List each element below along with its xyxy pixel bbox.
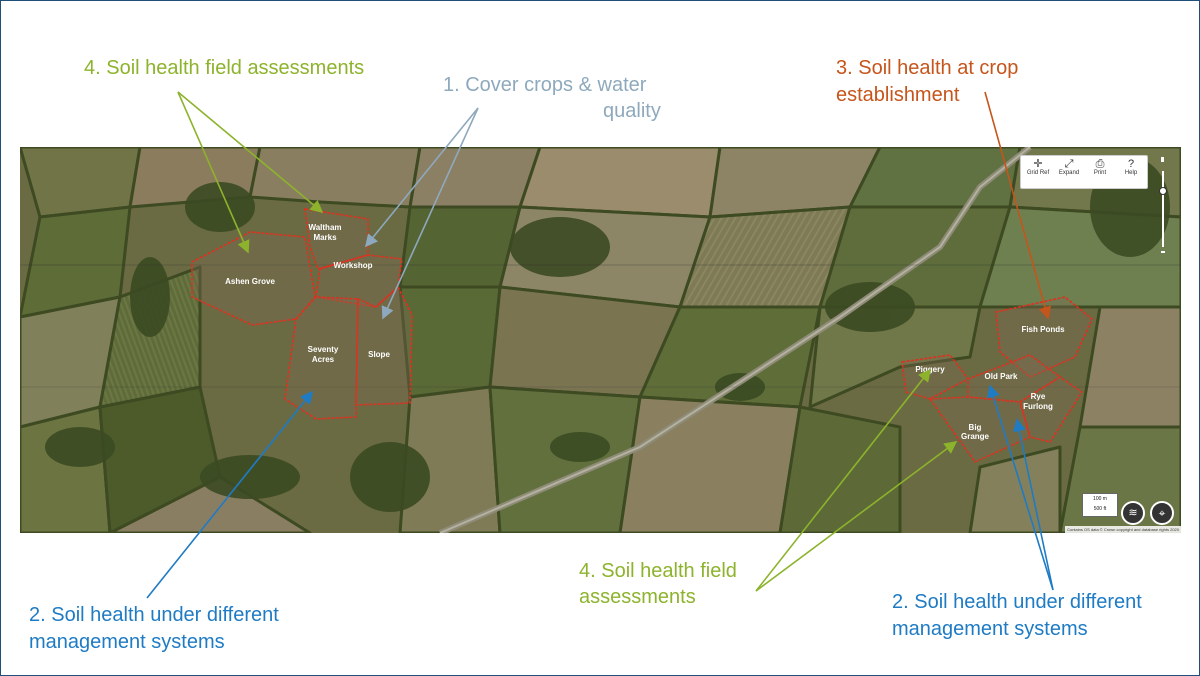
help-button[interactable]: ? Help	[1116, 158, 1146, 176]
field-waltham-marks	[304, 208, 369, 270]
grid-ref-icon: ✛	[1033, 158, 1043, 170]
field-label-piggery: Piggery	[915, 365, 945, 374]
field-label-waltham-marks-2: Marks	[313, 233, 337, 242]
field-label-rye-furlong-1: Rye	[1031, 392, 1046, 401]
zoom-slider[interactable]	[1158, 157, 1168, 257]
locate-icon: ⌖	[1158, 506, 1166, 520]
grid-ref-label: Grid Ref	[1026, 170, 1050, 176]
expand-icon: ⤢	[1064, 158, 1074, 170]
field-label-rye-furlong-2: Furlong	[1023, 402, 1053, 411]
expand-label: Expand	[1058, 170, 1080, 176]
zoom-in-button[interactable]	[1161, 157, 1164, 162]
field-label-old-park: Old Park	[985, 372, 1018, 381]
annotation-crop-establishment-line1: 3. Soil health at crop	[836, 57, 1019, 79]
print-icon: ⎙	[1095, 158, 1105, 170]
field-label-waltham-marks-1: Waltham	[308, 223, 341, 232]
annotation-crop-establishment-line2: establishment	[836, 84, 960, 106]
field-slope	[355, 285, 413, 406]
grid-ref-button[interactable]: ✛ Grid Ref	[1023, 158, 1053, 176]
field-label-slope: Slope	[368, 350, 390, 359]
annotation-soil-field-assessments-bottom-line1: 4. Soil health field	[579, 560, 737, 582]
annotation-management-left-line2: management systems	[29, 631, 225, 653]
layers-button[interactable]: ≋	[1121, 501, 1145, 525]
help-icon: ?	[1127, 158, 1135, 170]
print-button[interactable]: ⎙ Print	[1085, 158, 1115, 176]
field-label-fish-ponds: Fish Ponds	[1021, 325, 1065, 334]
field-label-seventy-acres-2: Acres	[312, 355, 335, 364]
scale-metric: 100 m	[1093, 496, 1107, 502]
zoom-track[interactable]	[1162, 171, 1164, 247]
annotation-soil-field-assessments-bottom-line2: assessments	[579, 586, 696, 608]
field-label-workshop: Workshop	[334, 261, 373, 270]
map-imagery: Ashen Grove Waltham Marks Workshop Seven…	[18, 144, 1183, 536]
layers-icon: ≋	[1128, 507, 1138, 519]
scale-bar: 100 m 500 ft	[1082, 493, 1118, 517]
satellite-map[interactable]: Ashen Grove Waltham Marks Workshop Seven…	[18, 144, 1183, 536]
map-attribution: Contains OS data © Crown copyright and d…	[1065, 526, 1181, 533]
locate-button[interactable]: ⌖	[1150, 501, 1174, 525]
annotation-management-right-line2: management systems	[892, 618, 1088, 640]
annotation-cover-crops-line2: quality	[603, 100, 661, 122]
annotation-management-left-line1: 2. Soil health under different	[29, 604, 279, 626]
scale-imperial: 500 ft	[1093, 506, 1107, 512]
help-label: Help	[1124, 170, 1138, 176]
expand-button[interactable]: ⤢ Expand	[1054, 158, 1084, 176]
field-label-seventy-acres-1: Seventy	[308, 345, 339, 354]
map-toolbar: ✛ Grid Ref ⤢ Expand ⎙ Print ? Help	[1020, 155, 1148, 189]
field-label-big-grange-1: Big	[969, 423, 982, 432]
field-label-ashen-grove: Ashen Grove	[225, 277, 275, 286]
annotation-soil-field-assessments-top: 4. Soil health field assessments	[84, 57, 365, 79]
print-label: Print	[1093, 170, 1107, 176]
field-label-big-grange-2: Grange	[961, 432, 990, 441]
zoom-handle[interactable]	[1159, 187, 1167, 195]
annotation-management-right-line1: 2. Soil health under different	[892, 591, 1142, 613]
annotation-cover-crops-line1: 1. Cover crops & water	[443, 74, 647, 96]
zoom-out-button[interactable]	[1161, 251, 1165, 253]
